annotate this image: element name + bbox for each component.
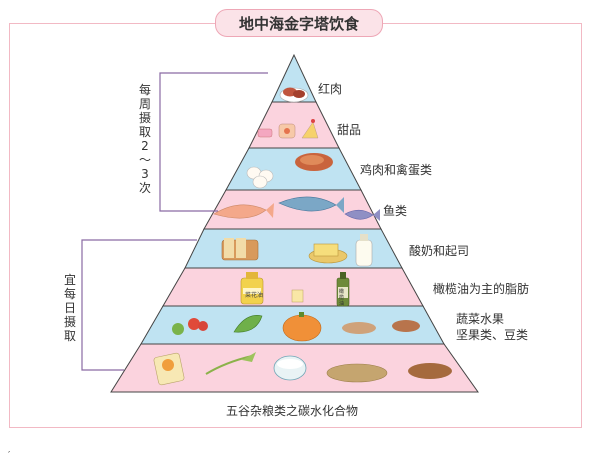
daily-bracket — [81, 239, 197, 371]
level-label-olive-oil: 橄榄油为主的脂肪 — [433, 282, 530, 296]
level-label-sweets: 甜品 — [337, 123, 362, 137]
fish-icon — [213, 196, 380, 221]
daily-bracket-label: 宜每日摄取 — [63, 273, 76, 343]
sweets-icon — [257, 119, 319, 139]
grains-icon — [153, 352, 452, 386]
footer-mark: ′ — [8, 450, 11, 461]
level-label-poultry-eggs: 鸡肉和禽蛋类 — [360, 163, 433, 177]
yogurt-cheese-icon — [221, 234, 373, 267]
vegetables-fruit-icon — [172, 312, 420, 342]
weekly-bracket — [159, 72, 268, 212]
level-label-fish: 鱼类 — [383, 204, 408, 218]
level-label-red-meat: 红肉 — [318, 82, 343, 96]
diagram-title: 地中海金字塔饮食 — [215, 9, 383, 37]
weekly-bracket-label: 每周摄取2～3次 — [138, 83, 151, 195]
pyramid-bands — [110, 53, 479, 393]
poultry-eggs-icon — [246, 153, 333, 189]
level-label-vegetables-fruit: 蔬菜水果 坚果类、豆类 — [456, 312, 529, 342]
red-meat-icon — [279, 87, 309, 103]
band-poultry-eggs — [225, 147, 362, 191]
olive-bottle-tag: 橄榄油 — [339, 289, 345, 307]
olive-oil-icon — [240, 272, 350, 307]
level-label-yogurt-cheese: 酸奶和起司 — [409, 244, 470, 258]
oil-bottle-tag: 菜花油 — [245, 292, 264, 299]
level-label-grains: 五谷杂粮类之碳水化合物 — [226, 404, 359, 418]
